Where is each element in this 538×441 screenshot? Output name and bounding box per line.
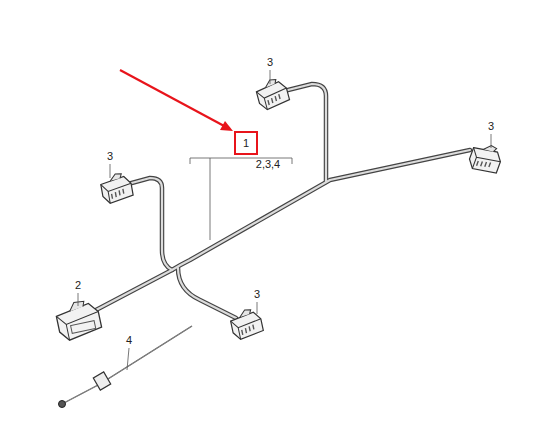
callout-number: 3 — [253, 289, 261, 300]
harness-wires — [96, 84, 470, 318]
callout-number: 2,3,4 — [255, 159, 281, 170]
callout-number: 3 — [106, 151, 114, 162]
callout-number: 4 — [125, 335, 133, 346]
highlight-box: 1 — [234, 131, 258, 155]
red-pointer-arrow — [120, 70, 233, 131]
connector-housings — [54, 76, 504, 341]
leader-lines — [78, 70, 491, 370]
callout-number: 1 — [243, 138, 249, 149]
callout-number: 3 — [266, 57, 274, 68]
callout-number: 2 — [74, 280, 82, 291]
callout-number: 3 — [487, 121, 495, 132]
cable-tie — [59, 326, 193, 408]
